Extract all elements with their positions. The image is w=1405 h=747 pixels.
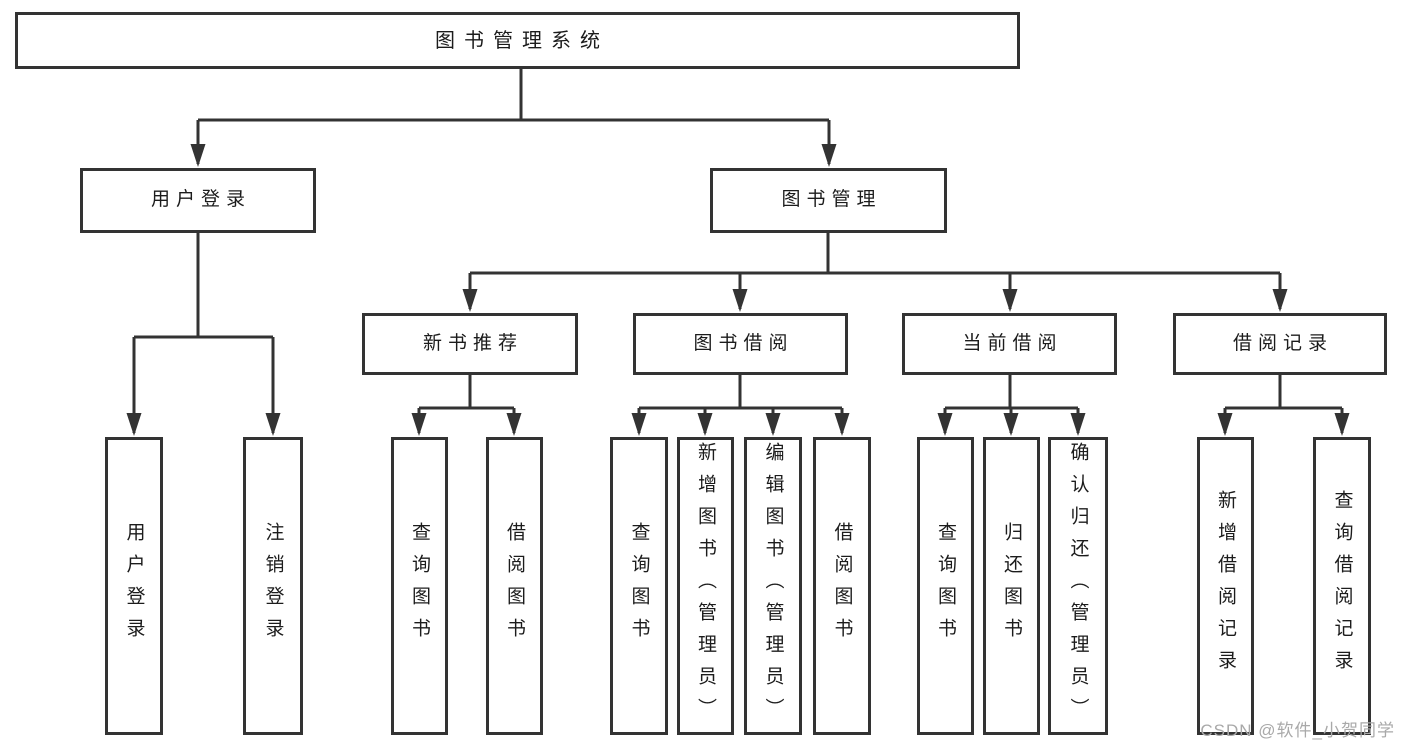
node-borrow-records: 借阅记录 xyxy=(1173,313,1387,375)
leaf-newbook-borrow-books: 借阅图书 xyxy=(486,437,543,735)
node-book-borrow-label: 图书借阅 xyxy=(693,332,794,354)
arrow-down-icon xyxy=(732,289,748,312)
node-new-book-recommend: 新书推荐 xyxy=(362,313,578,375)
leaf-borrow-edit-books-admin-label: 编辑图书（管理员） xyxy=(762,442,784,730)
arrow-down-icon xyxy=(265,413,281,436)
arrow-down-icon xyxy=(1272,289,1288,312)
arrowheads xyxy=(126,144,1350,436)
arrow-down-icon xyxy=(697,413,713,436)
leaf-newbook-query-books-label: 查询图书 xyxy=(409,522,430,650)
node-book-management: 图书管理 xyxy=(710,168,947,233)
leaf-logout-login: 注销登录 xyxy=(243,437,303,735)
leaf-current-confirm-return-admin: 确认归还（管理员） xyxy=(1048,437,1108,735)
node-user-login-label: 用户登录 xyxy=(150,189,251,211)
arrow-down-icon xyxy=(821,144,837,167)
leaf-current-confirm-return-admin-label: 确认归还（管理员） xyxy=(1067,442,1089,730)
leaf-records-query-borrow-record-label: 查询借阅记录 xyxy=(1331,490,1353,682)
arrow-down-icon xyxy=(1003,413,1019,436)
leaf-borrow-add-books-admin-label: 新增图书（管理员） xyxy=(695,442,716,730)
leaf-logout-login-label: 注销登录 xyxy=(262,522,284,650)
watermark: CSDN @软件_小贺同学 xyxy=(1200,721,1395,740)
leaf-borrow-query-books-label: 查询图书 xyxy=(628,522,650,650)
arrow-down-icon xyxy=(190,144,206,167)
leaf-user-login: 用户登录 xyxy=(105,437,163,735)
arrow-down-icon xyxy=(506,413,522,436)
leaf-records-add-borrow-record: 新增借阅记录 xyxy=(1197,437,1254,735)
leaf-borrow-add-books-admin: 新增图书（管理员） xyxy=(677,437,734,735)
arrow-down-icon xyxy=(937,413,953,436)
leaf-borrow-borrow-books-label: 借阅图书 xyxy=(831,522,853,650)
arrow-down-icon xyxy=(126,413,142,436)
arrow-down-icon xyxy=(462,289,478,312)
leaf-borrow-query-books: 查询图书 xyxy=(610,437,668,735)
leaf-user-login-label: 用户登录 xyxy=(123,522,145,650)
leaf-borrow-edit-books-admin: 编辑图书（管理员） xyxy=(744,437,802,735)
leaf-newbook-borrow-books-label: 借阅图书 xyxy=(504,522,525,650)
arrow-down-icon xyxy=(1070,413,1086,436)
leaf-current-query-books: 查询图书 xyxy=(917,437,974,735)
arrow-down-icon xyxy=(1217,413,1233,436)
node-current-borrow-label: 当前借阅 xyxy=(962,332,1063,354)
leaf-current-return-books: 归还图书 xyxy=(983,437,1040,735)
leaf-records-query-borrow-record: 查询借阅记录 xyxy=(1313,437,1371,735)
connector-stems xyxy=(132,69,1344,433)
node-book-borrow: 图书借阅 xyxy=(633,313,848,375)
node-root: 图书管理系统 xyxy=(15,12,1020,69)
arrow-down-icon xyxy=(631,413,647,436)
node-root-label: 图书管理系统 xyxy=(435,29,609,52)
node-current-borrow: 当前借阅 xyxy=(902,313,1117,375)
arrow-down-icon xyxy=(834,413,850,436)
arrow-down-icon xyxy=(411,413,427,436)
arrow-down-icon xyxy=(1334,413,1350,436)
leaf-current-return-books-label: 归还图书 xyxy=(1001,522,1022,650)
node-book-management-label: 图书管理 xyxy=(781,189,882,211)
node-new-book-recommend-label: 新书推荐 xyxy=(422,332,523,354)
leaf-current-query-books-label: 查询图书 xyxy=(935,522,956,650)
leaf-newbook-query-books: 查询图书 xyxy=(391,437,448,735)
arrow-down-icon xyxy=(1002,289,1018,312)
node-borrow-records-label: 借阅记录 xyxy=(1232,332,1333,354)
leaf-borrow-borrow-books: 借阅图书 xyxy=(813,437,871,735)
arrow-down-icon xyxy=(765,413,781,436)
node-user-login: 用户登录 xyxy=(80,168,316,233)
leaf-records-add-borrow-record-label: 新增借阅记录 xyxy=(1215,490,1236,682)
